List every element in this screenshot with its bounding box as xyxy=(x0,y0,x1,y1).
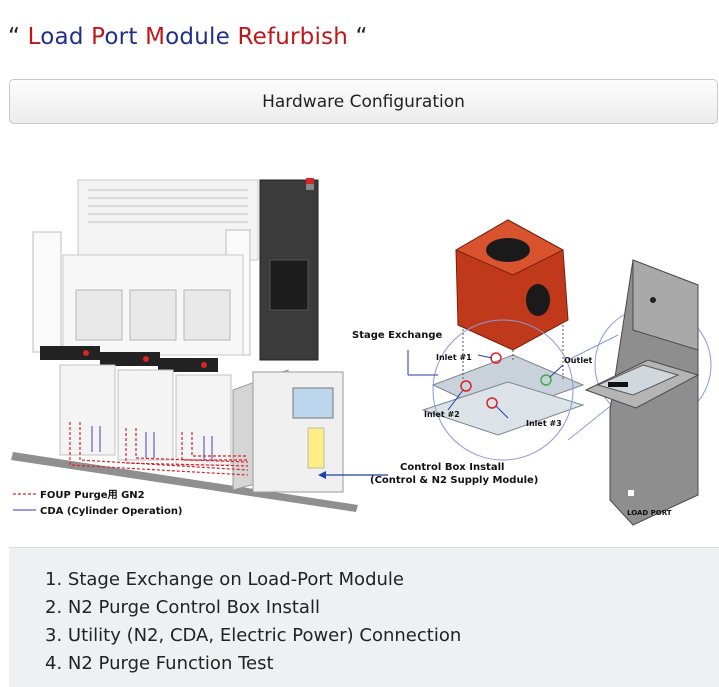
outlet-label: Outlet xyxy=(564,356,592,365)
list-item: 4. N2 Purge Function Test xyxy=(45,653,274,674)
title-word-port: ort xyxy=(104,24,138,50)
steps-panel: 1. Stage Exchange on Load-Port Module 2.… xyxy=(9,547,719,687)
title-word-module: odule xyxy=(165,24,230,50)
module-exploded-view xyxy=(407,219,712,461)
hardware-diagram: FOUP Purge用 GN2 CDA (Cylinder Operation) xyxy=(8,160,718,530)
list-item: 1. Stage Exchange on Load-Port Module xyxy=(45,569,404,590)
page-title: “ Load Port Module Refurbish “ xyxy=(8,24,368,50)
list-item: 3. Utility (N2, CDA, Electric Power) Con… xyxy=(45,625,462,646)
title-close-quote: “ xyxy=(355,24,368,50)
title-initial-r: R xyxy=(237,24,253,50)
legend-cda-label: CDA (Cylinder Operation) xyxy=(40,506,183,517)
legend: FOUP Purge用 GN2 CDA (Cylinder Operation) xyxy=(13,489,183,517)
title-word-refurbish: efurbish xyxy=(252,24,349,50)
title-initial-l: L xyxy=(27,24,41,50)
control-box-label-line1: Control Box Install xyxy=(400,462,504,473)
inlet-1-label: Inlet #1 xyxy=(436,353,472,362)
load-port-unit xyxy=(584,259,700,526)
load-port-label: LOAD PORT xyxy=(627,509,672,517)
title-initial-p: P xyxy=(91,24,105,50)
hardware-configuration-button[interactable]: Hardware Configuration xyxy=(9,79,718,124)
efem-equipment xyxy=(11,178,388,512)
inlet-3-label: Inlet #3 xyxy=(526,419,562,428)
hardware-configuration-label: Hardware Configuration xyxy=(262,91,465,112)
stage-exchange-label: Stage Exchange xyxy=(352,330,443,341)
control-box-label-line2: (Control & N2 Supply Module) xyxy=(370,475,538,486)
hardware-illustration: FOUP Purge用 GN2 CDA (Cylinder Operation) xyxy=(11,178,712,526)
list-item: 2. N2 Purge Control Box Install xyxy=(45,597,320,618)
title-initial-m: M xyxy=(145,24,166,50)
steps-list: 1. Stage Exchange on Load-Port Module 2.… xyxy=(45,566,461,678)
title-word-load: oad xyxy=(40,24,84,50)
legend-foup-label: FOUP Purge用 GN2 xyxy=(40,489,145,501)
title-open-quote: “ xyxy=(8,24,21,50)
inlet-2-label: Inlet #2 xyxy=(424,410,460,419)
